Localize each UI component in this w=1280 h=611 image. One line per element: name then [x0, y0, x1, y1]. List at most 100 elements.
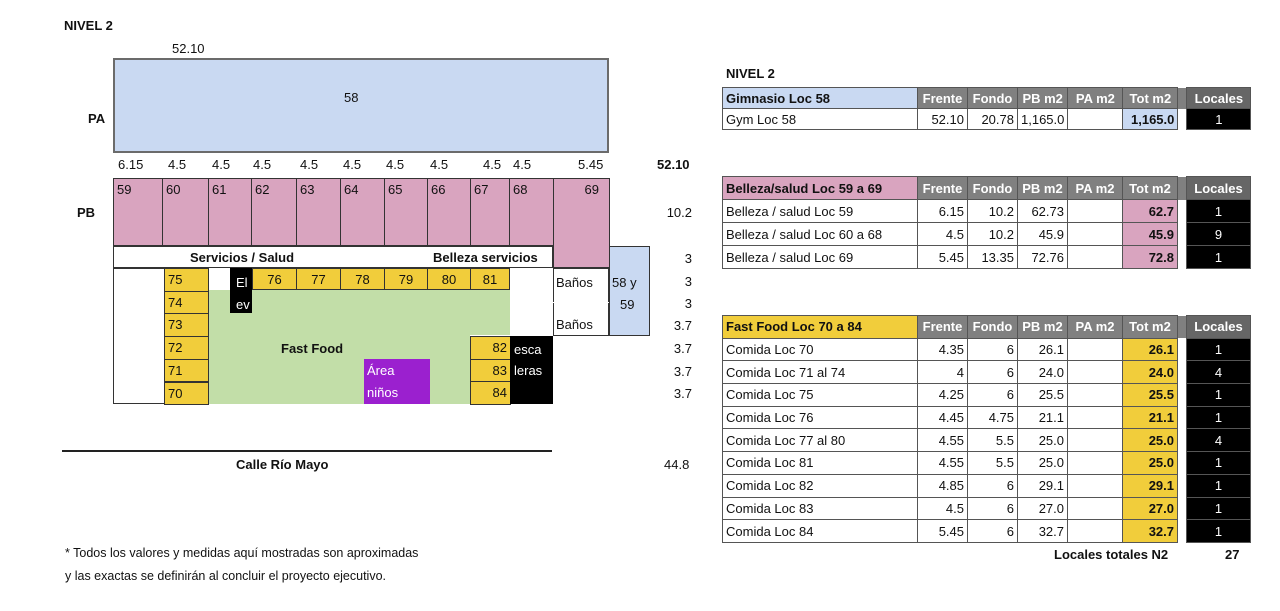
table-cell-pa — [1067, 383, 1123, 407]
table-header-cell: Fondo — [967, 176, 1018, 200]
table-cell-pb: 62.73 — [1017, 199, 1068, 223]
belleza-servicios-label: Belleza servicios — [433, 250, 538, 265]
table-cell-pb: 45.9 — [1017, 222, 1068, 246]
table-cell-frente: 4.55 — [917, 428, 968, 453]
food-unit-number: 80 — [441, 272, 457, 287]
table-cell-fondo: 5.5 — [967, 428, 1018, 453]
pb-unit-number: 60 — [166, 182, 181, 197]
food-unit: 77 — [296, 268, 341, 290]
table-cell-frente: 4.45 — [917, 405, 968, 430]
table-cell-frente: 4.85 — [917, 473, 968, 498]
fast-food-label: Fast Food — [281, 341, 344, 356]
table-cell-frente: 4.5 — [917, 222, 968, 246]
street-line — [62, 450, 552, 452]
table-cell-pa — [1067, 405, 1123, 430]
table-gap — [1177, 222, 1187, 246]
table-cell-locales: 1 — [1186, 245, 1251, 269]
table-cell-fondo: 10.2 — [967, 222, 1018, 246]
table-header-cell: Tot m2 — [1122, 315, 1178, 339]
table-cell-pa — [1067, 451, 1123, 475]
table-cell-tot: 32.7 — [1122, 519, 1178, 543]
table-cell-locales: 1 — [1186, 337, 1251, 362]
pb-unit-number: 61 — [212, 182, 227, 197]
side-dim-label: 3 — [684, 274, 692, 289]
footnote-line-1: * Todos los valores y medidas aquí mostr… — [65, 546, 419, 560]
table-cell-fondo: 20.78 — [967, 108, 1018, 130]
pb-unit-number: 67 — [474, 182, 489, 197]
pb-unit: 64 — [340, 178, 385, 246]
table-cell-tot: 24.0 — [1122, 360, 1178, 385]
table-cell-locales: 4 — [1186, 428, 1251, 453]
table-cell-locales: 4 — [1186, 360, 1251, 385]
kids-label-1: Área — [367, 363, 395, 378]
table-cell-name: Comida Loc 76 — [722, 405, 918, 430]
table-header-cell: PA m2 — [1067, 87, 1124, 109]
side-dim-label: 3.7 — [673, 341, 692, 356]
pb-unit-number: 68 — [513, 182, 528, 197]
side-dim-label: 3 — [684, 296, 692, 311]
pb-dim-label: 6.15 — [118, 157, 144, 172]
pb-dim-label: 4.5 — [168, 157, 187, 172]
table-cell-locales: 1 — [1186, 496, 1251, 521]
table-gap — [1177, 199, 1187, 223]
total-width-dim: 52.10 — [657, 157, 690, 172]
pa-width-dim: 52.10 — [172, 41, 205, 56]
table-cell-frente: 52.10 — [917, 108, 968, 130]
food-unit-number: 77 — [311, 272, 326, 287]
table-header-cell: PA m2 — [1067, 315, 1123, 339]
food-unit-number: 84 — [492, 385, 507, 401]
food-unit: 78 — [340, 268, 385, 290]
table-header-cell: Frente — [917, 176, 968, 200]
table-cell-frente: 4.5 — [917, 496, 968, 521]
unit-58y59-label-1: 58 y — [612, 275, 637, 290]
food-unit-number: 72 — [168, 340, 183, 356]
table-cell-pa — [1067, 360, 1123, 385]
pb-unit-number: 62 — [255, 182, 270, 197]
table-cell-frente: 4 — [917, 360, 968, 385]
pb-unit: 68 — [509, 178, 554, 246]
servicios-band — [113, 246, 553, 268]
food-unit-number: 81 — [482, 272, 498, 287]
table-cell-pb: 25.0 — [1017, 428, 1068, 453]
table-cell-fondo: 4.75 — [967, 405, 1018, 430]
side-dim-label: 3.7 — [673, 364, 692, 379]
food-unit: 84 — [470, 381, 511, 406]
pb-dim-label: 4.5 — [483, 157, 502, 172]
table-cell-pb: 25.5 — [1017, 383, 1068, 407]
table-cell-name: Belleza / salud Loc 69 — [722, 245, 918, 269]
tables-title: NIVEL 2 — [726, 66, 775, 81]
food-unit: 81 — [470, 268, 510, 290]
table-header-cell: Frente — [917, 87, 968, 109]
food-unit: 83 — [470, 358, 511, 383]
table-gap — [1177, 428, 1187, 452]
table-cell-fondo: 6 — [967, 473, 1018, 498]
total-locales-label: Locales totales N2 — [1054, 547, 1169, 562]
food-unit-number: 70 — [168, 385, 183, 401]
table-cell-locales: 1 — [1186, 451, 1251, 475]
table-cell-tot: 27.0 — [1122, 496, 1178, 521]
table-gap — [1177, 451, 1187, 475]
table-cell-pa — [1067, 473, 1123, 498]
footnote-line-2: y las exactas se definirán al concluir e… — [65, 569, 386, 583]
table-gap — [1177, 519, 1187, 543]
food-unit-number: 74 — [168, 294, 183, 310]
table-header-cell: Fondo — [967, 87, 1018, 109]
table-gap — [1177, 497, 1187, 520]
food-unit: 82 — [470, 336, 511, 360]
food-unit: 79 — [384, 268, 428, 290]
table-cell-pa — [1067, 245, 1123, 269]
food-unit-number: 78 — [355, 272, 370, 287]
side-dim-label: 3.7 — [673, 386, 692, 401]
table-gap — [1177, 338, 1187, 361]
table-cell-name: Comida Loc 77 al 80 — [722, 428, 918, 453]
table-cell-pa — [1067, 337, 1123, 362]
food-unit: 74 — [164, 290, 209, 315]
